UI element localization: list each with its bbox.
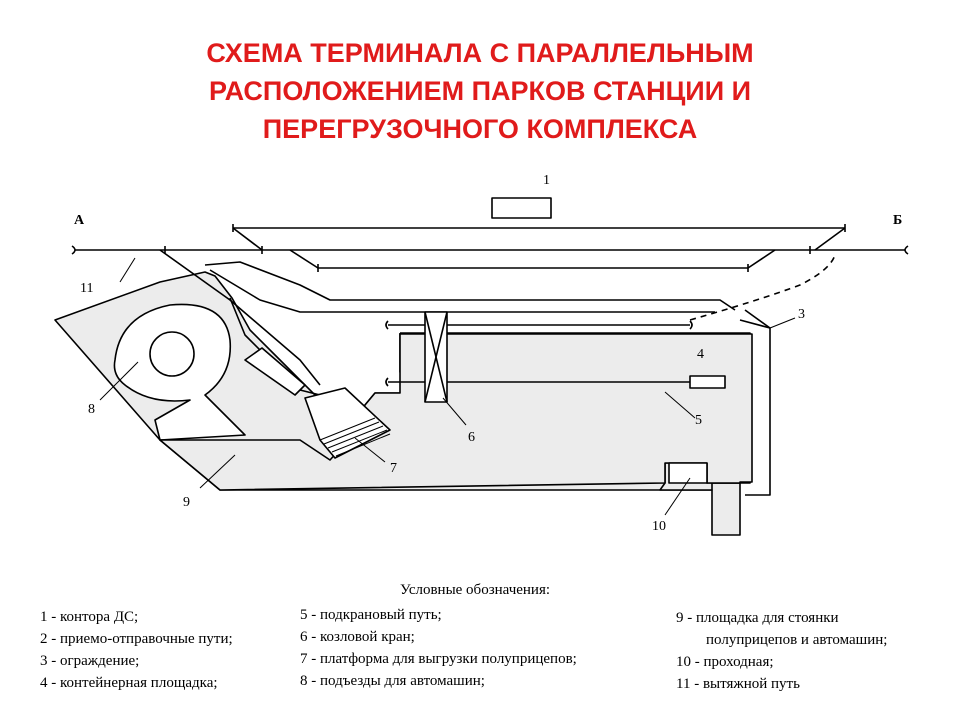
title-line-3: ПЕРЕГРУЗОЧНОГО КОМПЛЕКСА: [262, 114, 698, 144]
end-a-label: А: [74, 213, 85, 228]
legend-item: 4 - контейнерная площадка;: [40, 675, 218, 691]
legend-title: Условные обозначения:: [400, 582, 551, 598]
label-11: 11: [80, 281, 93, 296]
legend-item: 1 - контора ДС;: [40, 609, 139, 625]
label-1: 1: [543, 173, 550, 188]
title-line-1: СХЕМА ТЕРМИНАЛА С ПАРАЛЛЕЛЬНЫМ: [206, 38, 754, 68]
label-3: 3: [798, 307, 805, 322]
legend-item-continuation: полуприцепов и автомашин;: [706, 632, 888, 648]
legend-item: 5 - подкрановый путь;: [300, 607, 442, 623]
legend-column-1: 1 - контора ДС; 2 - приемо-отправочные п…: [40, 606, 233, 694]
legend-item: 3 - ограждение;: [40, 653, 140, 669]
legend-item: 9 - площадка для стоянки: [676, 610, 839, 626]
legend-item: 10 - проходная;: [676, 654, 774, 670]
legend-column-2: 5 - подкрановый путь; 6 - козловой кран;…: [300, 604, 577, 692]
label-10: 10: [652, 519, 666, 534]
label-7: 7: [390, 461, 397, 476]
legend-item: 6 - козловой кран;: [300, 629, 415, 645]
legend-item: 7 - платформа для выгрузки полуприцепов;: [300, 651, 577, 667]
label-6: 6: [468, 430, 475, 445]
label-9: 9: [183, 495, 190, 510]
title-line-2: РАСПОЛОЖЕНИЕМ ПАРКОВ СТАНЦИИ И: [208, 76, 752, 106]
legend-column-3: 9 - площадка для стоянки полуприцепов и …: [676, 607, 887, 695]
legend-item: 8 - подъезды для автомашин;: [300, 673, 485, 689]
fence-3: [744, 309, 771, 496]
label-5: 5: [695, 413, 702, 428]
legend-item: 11 - вытяжной путь: [676, 676, 800, 692]
end-b-label: Б: [893, 213, 902, 228]
office-1: [491, 197, 552, 219]
label-8: 8: [88, 402, 95, 417]
gatehouse-10: [668, 462, 708, 484]
turnaround-circle: [149, 331, 195, 377]
legend-item: 2 - приемо-отправочные пути;: [40, 631, 233, 647]
label-4: 4: [697, 347, 704, 362]
page-title: СХЕМА ТЕРМИНАЛА С ПАРАЛЛЕЛЬНЫМ РАСПОЛОЖЕ…: [0, 34, 960, 148]
